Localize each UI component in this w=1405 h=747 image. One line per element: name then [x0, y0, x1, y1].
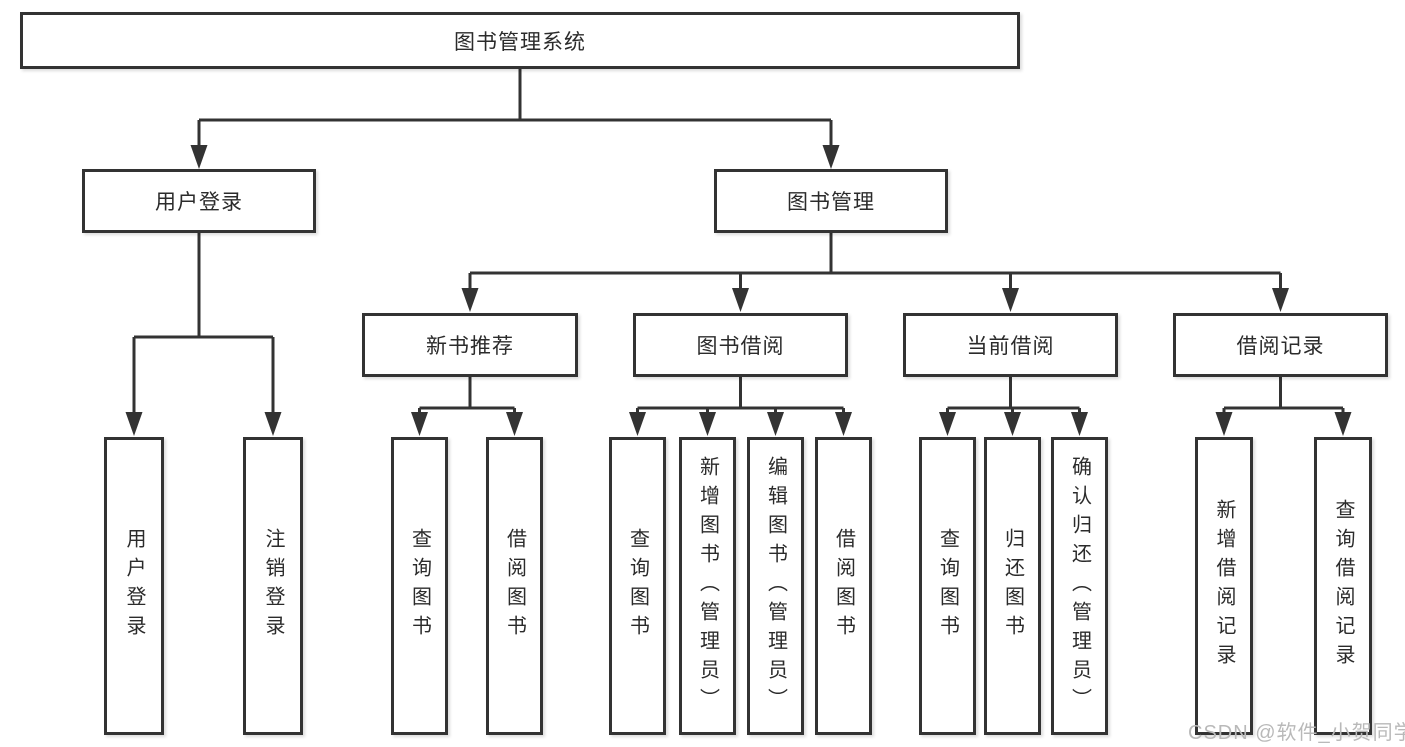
connector-arrowhead-icon [506, 412, 523, 436]
leaf-borrow-books-2-label: 借阅图书 [832, 528, 855, 644]
connector-arrowhead-icon [1071, 412, 1088, 436]
csdn-watermark: CSDN @软件_小贺同学 [1188, 722, 1405, 744]
connector-arrowhead-icon [1004, 412, 1021, 436]
connector-arrowhead-icon [822, 145, 840, 169]
connector-arrowhead-icon [732, 288, 749, 312]
connector-arrowhead-icon [190, 145, 208, 169]
leaf-logout-label: 注销登录 [262, 528, 284, 644]
connector-arrowhead-icon [939, 412, 956, 436]
leaf-query-books-2-label: 查询图书 [626, 528, 649, 644]
leaf-return-books-label: 归还图书 [1001, 528, 1024, 644]
connector-arrowhead-icon [1272, 288, 1289, 312]
node-book-management-branch: 图书管理 [714, 169, 948, 233]
leaf-confirm-return-admin: 确认归还（管理员） [1051, 437, 1108, 735]
leaf-borrow-books-1: 借阅图书 [486, 437, 543, 735]
leaf-confirm-return-admin-label: 确认归还（管理员） [1068, 455, 1091, 717]
leaf-edit-books-admin: 编辑图书（管理员） [747, 437, 804, 735]
connector-arrowhead-icon [264, 412, 282, 436]
node-borrowing-records: 借阅记录 [1173, 313, 1388, 377]
connector-arrowhead-icon [629, 412, 646, 436]
leaf-add-borrow-record-label: 新增借阅记录 [1213, 499, 1235, 673]
connector-arrowhead-icon [411, 412, 428, 436]
connector-arrowhead-icon [699, 412, 716, 436]
node-current-borrowing: 当前借阅 [903, 313, 1118, 377]
leaf-query-books-2: 查询图书 [609, 437, 666, 735]
node-book-borrowing: 图书借阅 [633, 313, 848, 377]
leaf-query-books-3: 查询图书 [919, 437, 976, 735]
connector-arrowhead-icon [835, 412, 852, 436]
leaf-query-books-3-label: 查询图书 [936, 528, 959, 644]
leaf-add-books-admin: 新增图书（管理员） [679, 437, 736, 735]
leaf-return-books: 归还图书 [984, 437, 1041, 735]
node-library-management-system: 图书管理系统 [20, 12, 1020, 69]
connector-arrowhead-icon [125, 412, 143, 436]
leaf-query-borrow-record: 查询借阅记录 [1314, 437, 1372, 735]
leaf-add-borrow-record: 新增借阅记录 [1195, 437, 1253, 735]
leaf-query-books-1-label: 查询图书 [408, 528, 431, 644]
connector-arrowhead-icon [1215, 412, 1233, 436]
leaf-borrow-books-2: 借阅图书 [815, 437, 872, 735]
leaf-logout: 注销登录 [243, 437, 303, 735]
leaf-user-login-label: 用户登录 [123, 528, 145, 644]
leaf-query-borrow-record-label: 查询借阅记录 [1332, 499, 1354, 673]
connector-arrowhead-icon [1334, 412, 1352, 436]
leaf-query-books-1: 查询图书 [391, 437, 448, 735]
leaf-edit-books-admin-label: 编辑图书（管理员） [764, 455, 787, 717]
connector-arrowhead-icon [461, 288, 479, 312]
node-new-book-recommendation: 新书推荐 [362, 313, 578, 377]
connector-arrowhead-icon [767, 412, 784, 436]
leaf-user-login: 用户登录 [104, 437, 164, 735]
leaf-borrow-books-1-label: 借阅图书 [503, 528, 526, 644]
leaf-add-books-admin-label: 新增图书（管理员） [696, 455, 719, 717]
node-user-login-branch: 用户登录 [82, 169, 316, 233]
connector-arrowhead-icon [1002, 288, 1019, 312]
